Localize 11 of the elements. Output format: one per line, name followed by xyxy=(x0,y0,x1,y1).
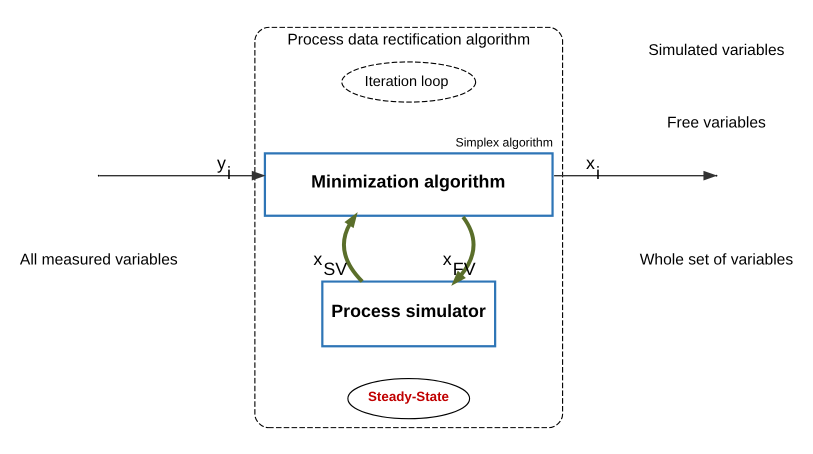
arrow xyxy=(100,170,266,180)
node-box: Process simulator xyxy=(321,280,496,347)
node-ellipse: Iteration loop xyxy=(341,60,476,102)
label: All measured variables xyxy=(20,251,178,268)
node-box: Minimization algorithm xyxy=(264,152,554,216)
node-ellipse: Steady-State xyxy=(347,378,470,419)
node-label: Simplex algorithm xyxy=(456,134,553,149)
label: Free variables xyxy=(667,114,766,131)
label: Simulated variables xyxy=(648,41,784,58)
arrow xyxy=(342,212,364,282)
label: Whole set of variables xyxy=(640,251,794,268)
